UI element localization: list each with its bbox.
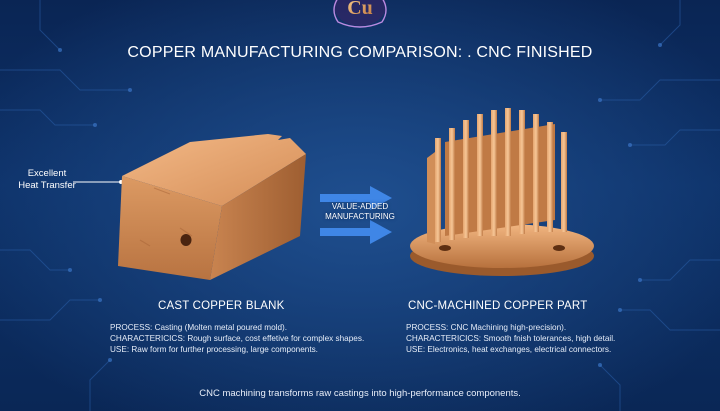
left-characteristics-text: CHARACTERICICS: Rough surface, cost effe… <box>110 334 365 343</box>
right-process-text: PROCESS: CNC Machining high-precision). <box>406 323 567 332</box>
cnc-machined-heatsink-image <box>410 108 594 276</box>
left-use-text: USE: Raw form for further processing, la… <box>110 345 318 354</box>
value-added-label: VALUE-ADDED MANUFACTURING <box>312 202 408 222</box>
heat-transfer-callout: Excellent Heat Transfer <box>16 168 78 192</box>
left-process-text: PROCESS: Casting (Molten metal poured mo… <box>110 323 288 332</box>
cast-copper-blank-image <box>118 134 306 280</box>
copper-element-logo: Cu <box>333 0 387 28</box>
double-arrow-right-icon <box>320 186 392 244</box>
logo-text: Cu <box>347 0 373 19</box>
right-section-title: CNC-MACHINED COPPER PART <box>408 300 588 312</box>
right-use-text: USE: Electronics, heat exchanges, electr… <box>406 345 612 354</box>
left-section-title: CAST COPPER BLANK <box>158 300 285 312</box>
footer-caption: CNC machining transforms raw castings in… <box>199 388 521 399</box>
callout-line-1: Excellent <box>27 168 67 179</box>
flow-label-line-1: VALUE-ADDED <box>331 202 389 211</box>
callout-line-2: Heat Transfer <box>18 180 76 191</box>
right-characteristics-text: CHARACTERICICS: Smooth fnish tolerances,… <box>406 334 616 343</box>
page-title: COPPER MANUFACTURING COMPARISON: . CNC F… <box>127 44 593 61</box>
flow-label-line-2: MANUFACTURING <box>325 212 395 221</box>
